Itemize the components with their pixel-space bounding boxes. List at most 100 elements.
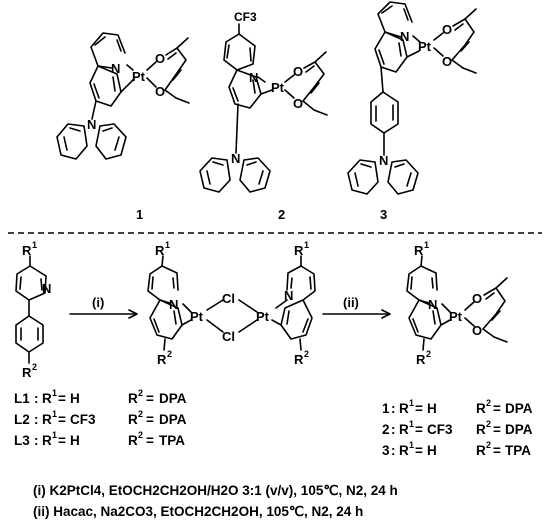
ligand-row-r2-sup: 2 [138, 409, 143, 419]
ligand-row-r1-sup: 1 [52, 409, 57, 419]
ligand-row-eq1: = [58, 412, 66, 427]
c2-o-lower: O [293, 96, 303, 111]
product-pt: Pt [449, 309, 463, 324]
c3-pt-atom: Pt [418, 39, 432, 54]
product-row-r1-sup: 1 [409, 398, 414, 408]
c1-pt-atom: Pt [132, 69, 146, 84]
product-row: 3 : R 1 = H R 2 = TPA [382, 440, 531, 458]
product-row-eq2: = [493, 422, 501, 437]
ligand-row-r2-sup: 2 [138, 430, 143, 440]
dimer-left-r2-superscript: 2 [167, 349, 172, 359]
product-row-eq2: = [493, 401, 501, 416]
dimer-left-r1-superscript: 1 [165, 240, 170, 250]
product-r2: R [416, 352, 426, 367]
ligand-list: L1 : R 1 = H R 2 = DPA L2 : R 1 = CF3 R … [14, 388, 187, 448]
product-row-r2-symbol: R [476, 422, 486, 437]
c2-amine-n: N [231, 151, 240, 166]
product-r1: R [414, 243, 424, 258]
ligand-row-name: L2 [14, 412, 30, 427]
product-row-r2-symbol: R [476, 401, 486, 416]
ligand-row-name: L3 [14, 433, 30, 448]
c3-o-upper: O [442, 22, 452, 37]
dimer-cl-upper: Cl [222, 291, 235, 306]
product-row-r2-sup: 2 [486, 419, 491, 429]
ligand-row: L1 : R 1 = H R 2 = DPA [14, 388, 187, 406]
ligand-pyridine-n: N [42, 281, 51, 296]
product-row-r2-sup: 2 [486, 440, 491, 450]
ligand-row-r1-symbol: R [42, 391, 52, 406]
dimer-cl-lower: Cl [222, 329, 235, 344]
conditions-step-i: (i) K2PtCl4, EtOCH2CH2OH/H2O 3:1 (v/v), … [33, 483, 398, 498]
ligand-row-r2-value: DPA [159, 391, 187, 406]
arrow-step-ii [322, 309, 391, 319]
ligand-row-eq2: = [146, 391, 154, 406]
compound-2-structure [199, 23, 328, 193]
ligand-structure [15, 255, 47, 364]
ligand-row-r2-symbol: R [128, 391, 138, 406]
product-row-r2-sup: 2 [486, 398, 491, 408]
ligand-row-name: L1 [14, 391, 30, 406]
dimer-right-r2: R [294, 352, 304, 367]
ligand-row: L3 : R 1 = H R 2 = TPA [14, 430, 185, 448]
product-row-r1-sup: 1 [409, 440, 414, 450]
dimer-right-r1: R [294, 243, 304, 258]
compound-1-structure [56, 32, 190, 160]
arrow-step-ii-label: (ii) [343, 295, 359, 310]
product-row-r1-value: H [427, 443, 437, 458]
ligand-row-colon: : [34, 412, 39, 427]
product-row-r1-sup: 1 [409, 419, 414, 429]
ligand-row-colon: : [34, 391, 39, 406]
product-row: 1 : R 1 = H R 2 = DPA [382, 398, 533, 416]
dimer-left-pt: Pt [190, 309, 204, 324]
compound-3-structure [347, 1, 477, 195]
c1-amine-n: N [87, 117, 96, 132]
dimer-right-r1-superscript: 1 [304, 240, 309, 250]
ligand-row-r1-symbol: R [42, 433, 52, 448]
c2-cf3-group: CF3 [234, 10, 257, 24]
ligand-row-r2-symbol: R [128, 433, 138, 448]
product-row-r1-value: CF3 [427, 422, 453, 437]
c1-o-lower: O [155, 84, 165, 99]
compound-3-label: 3 [380, 207, 387, 222]
ligand-row-r2-symbol: R [128, 412, 138, 427]
product-row-colon: : [391, 443, 396, 458]
ligand-row: L2 : R 1 = CF3 R 2 = DPA [14, 409, 187, 427]
product-row-r1-value: H [427, 401, 437, 416]
product-row: 2 : R 1 = CF3 R 2 = DPA [382, 419, 533, 437]
ligand-row-r2-sup: 2 [138, 388, 143, 398]
c1-o-upper: O [155, 51, 165, 66]
product-r2-superscript: 2 [426, 349, 431, 359]
ligand-r2-superscript: 2 [32, 362, 37, 372]
product-row-colon: : [391, 422, 396, 437]
product-row-r1-symbol: R [399, 401, 409, 416]
product-list: 1 : R 1 = H R 2 = DPA 2 : R 1 = CF3 R 2 … [382, 398, 533, 458]
product-row-name: 2 [382, 422, 390, 437]
ligand-row-eq2: = [146, 433, 154, 448]
arrow-step-i-label: (i) [92, 295, 104, 310]
product-row-r2-value: TPA [505, 443, 531, 458]
product-row-r1-symbol: R [399, 443, 409, 458]
ligand-row-r1-symbol: R [42, 412, 52, 427]
ligand-row-r1-value: H [70, 391, 80, 406]
ligand-row-r2-value: DPA [159, 412, 187, 427]
compound-2-label: 2 [278, 207, 285, 222]
c3-pyridine-n: N [400, 29, 409, 44]
product-row-r1-symbol: R [399, 422, 409, 437]
dimer-left-n: N [169, 297, 178, 312]
c2-pyridine-n: N [249, 70, 258, 85]
product-row-r2-symbol: R [476, 443, 486, 458]
c2-pt-atom: Pt [271, 80, 285, 95]
ligand-row-r1-sup: 1 [52, 388, 57, 398]
product-row-eq1: = [415, 401, 423, 416]
ligand-row-colon: : [34, 433, 39, 448]
conditions-step-ii: (ii) Hacac, Na2CO3, EtOCH2CH2OH, 105℃, N… [33, 504, 363, 519]
c3-amine-n: N [379, 153, 388, 168]
ligand-row-r1-value: H [70, 433, 80, 448]
dimer-left-r2: R [157, 352, 167, 367]
dimer-structure [147, 255, 316, 351]
ligand-row-eq2: = [146, 412, 154, 427]
ligand-row-r1-value: CF3 [70, 412, 96, 427]
product-structure [406, 255, 508, 351]
arrow-step-i [69, 309, 138, 319]
compound-1-label: 1 [136, 207, 143, 222]
